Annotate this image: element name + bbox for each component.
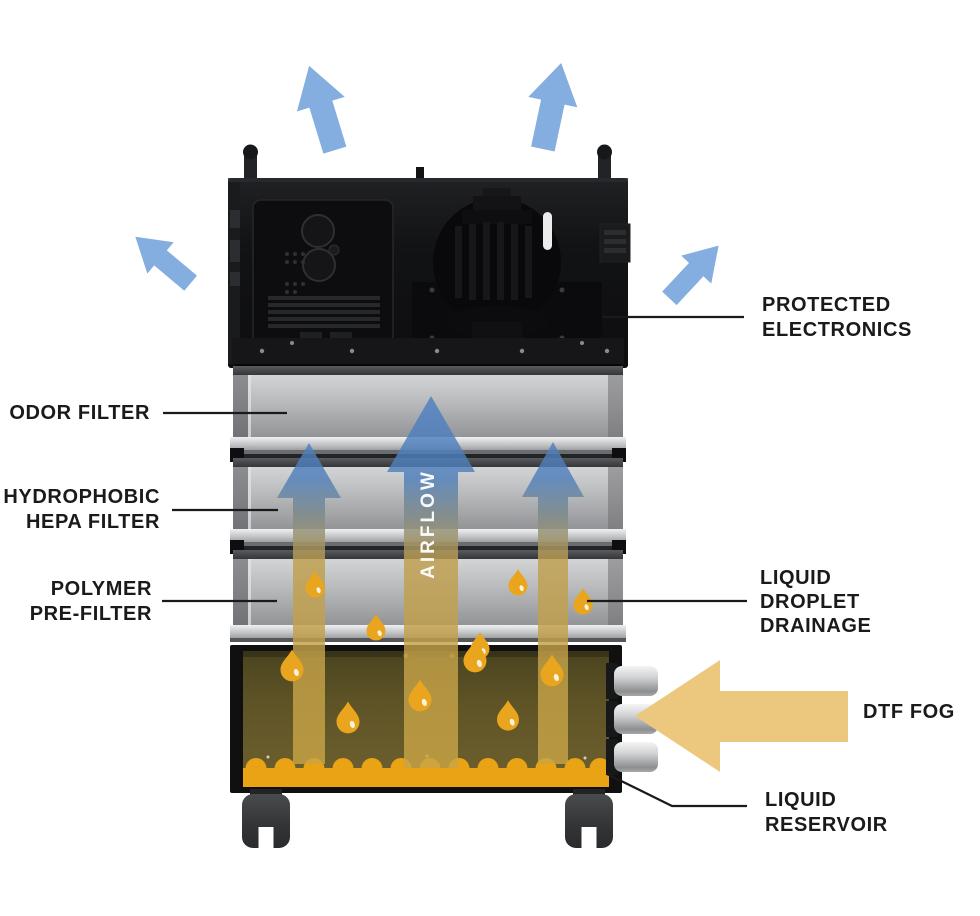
airflow-arrow-icon xyxy=(277,443,341,764)
label-liquid-reservoir: LIQUID RESERVOIR xyxy=(765,789,888,836)
screws xyxy=(259,341,610,354)
electronics-unit xyxy=(228,144,631,370)
exhaust-arrow-icon xyxy=(654,231,734,313)
label-dtf-fog: DTF FOG xyxy=(863,701,955,723)
airflow-arrows xyxy=(277,396,584,768)
airflow-arrow-icon xyxy=(522,442,584,764)
airflow-arrow-icon xyxy=(387,396,475,768)
caster-wheel-right xyxy=(565,789,613,848)
exhaust-arrow-icon xyxy=(518,57,586,155)
label-odor-filter: ODOR FILTER xyxy=(9,402,150,424)
label-protected-electronics: PROTECTED ELECTRONICS xyxy=(762,294,912,341)
leader-line-reservoir xyxy=(606,773,747,808)
label-airflow: AIRFLOW xyxy=(418,469,439,579)
blower-fan xyxy=(412,188,602,346)
heat-sink xyxy=(268,296,380,328)
fog-arrow-icon xyxy=(635,660,848,772)
exhaust-arrow-icon xyxy=(285,58,359,158)
label-hydrophobic-hepa-filter: HYDROPHOBIC HEPA FILTER xyxy=(3,486,160,533)
caster-wheel-left xyxy=(242,789,290,848)
label-polymer-pre-filter: POLYMER PRE-FILTER xyxy=(29,578,152,625)
label-liquid-droplet-drainage: LIQUID DROPLET DRAINAGE xyxy=(760,567,872,637)
indicator-slot xyxy=(543,212,552,250)
exhaust-arrow-icon xyxy=(122,221,204,299)
leader-lines xyxy=(162,315,747,808)
